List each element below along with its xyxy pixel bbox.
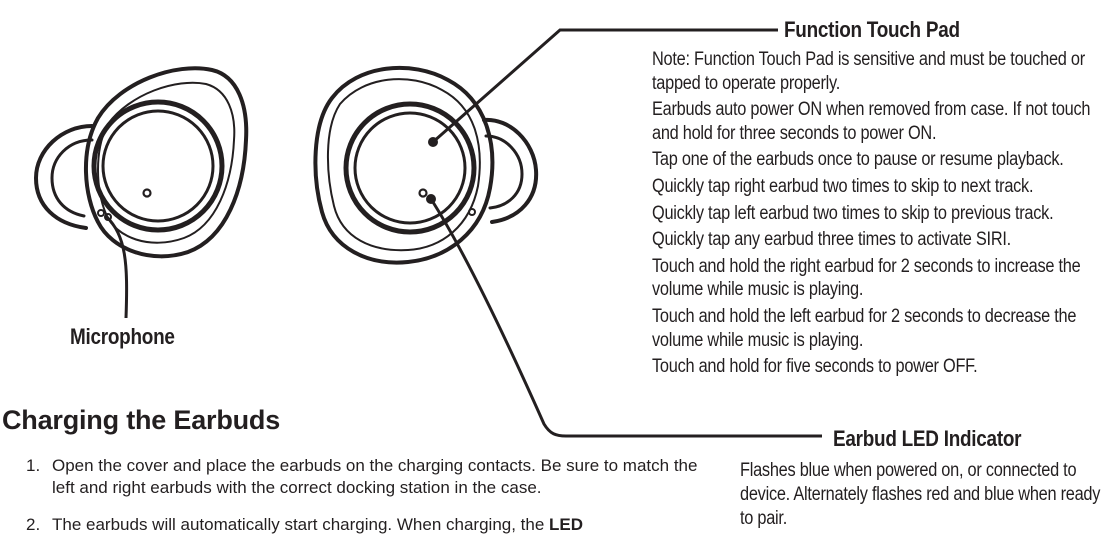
note-item: Quickly tap right earbud two times to sk…	[652, 175, 1034, 197]
step-text: The earbuds will automatically start cha…	[52, 515, 550, 534]
led-leader-line	[429, 198, 822, 438]
right-earbud	[313, 65, 539, 265]
charging-steps: 1. Open the cover and place the earbuds …	[26, 455, 716, 551]
touch-pad-leader-line	[432, 28, 778, 144]
section-title: Charging the Earbuds	[2, 405, 281, 435]
microphone-leader-line	[104, 214, 129, 319]
touch-pad-notes: Note: Function Touch Pad is sensitive an…	[652, 48, 1099, 382]
led-description: Flashes blue when powered on, or connect…	[740, 460, 1101, 529]
note-item: Quickly tap any earbud three times to ac…	[652, 229, 1011, 251]
note-item: Touch and hold the left earbud for 2 sec…	[652, 305, 1077, 351]
note-item: Note: Function Touch Pad is sensitive an…	[652, 49, 1085, 94]
step-item: 2. The earbuds will automatically start …	[26, 514, 716, 536]
left-earbud	[34, 66, 249, 259]
note-item: Touch and hold for five seconds to power…	[652, 356, 978, 378]
step-number: 2.	[26, 515, 41, 534]
step-number: 1.	[26, 456, 41, 475]
step-text-emphasis: LED	[549, 515, 584, 534]
note-item: Tap one of the earbuds once to pause or …	[652, 149, 1064, 171]
earbud-led-indicator-label: Earbud LED Indicator	[833, 426, 1022, 451]
step-item: 1. Open the cover and place the earbuds …	[26, 455, 716, 499]
step-text: Open the cover and place the earbuds on …	[52, 456, 698, 497]
microphone-label: Microphone	[70, 324, 175, 349]
earbuds-diagram	[34, 28, 822, 438]
note-item: Earbuds auto power ON when removed from …	[652, 99, 1091, 144]
note-item: Touch and hold the right earbud for 2 se…	[652, 255, 1081, 301]
note-item: Quickly tap left earbud two times to ski…	[652, 202, 1054, 224]
function-touch-pad-label: Function Touch Pad	[784, 17, 960, 42]
